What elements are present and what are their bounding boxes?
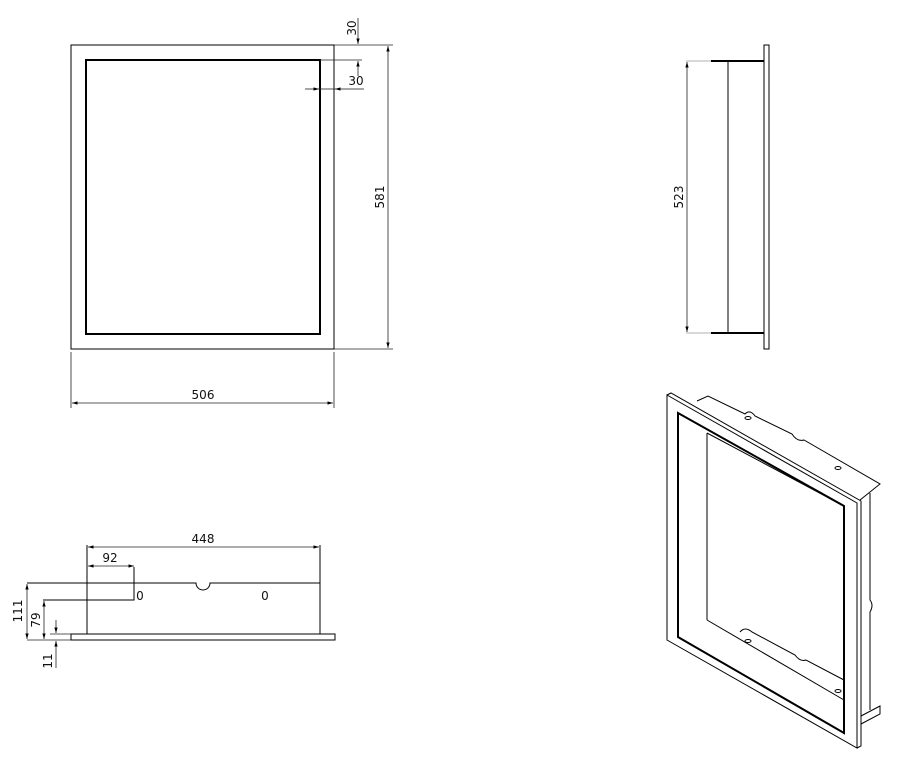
body-outline xyxy=(27,582,321,634)
dimension-notch-offset: 92 xyxy=(102,551,117,565)
inner-opening xyxy=(85,59,321,335)
dimension-height: 581 xyxy=(373,186,387,209)
dimension-frame-top: 30 xyxy=(345,20,359,35)
dimension-frame-side: 30 xyxy=(348,74,363,88)
flange xyxy=(763,44,770,350)
notch-outline xyxy=(43,567,135,601)
front-view: 581 30 30 506 xyxy=(70,18,393,408)
dimension-total-depth: 111 xyxy=(11,600,25,623)
dimension-inner-width: 448 xyxy=(192,532,215,546)
dimension-inner-height: 523 xyxy=(672,186,686,209)
mounting-hole xyxy=(744,639,752,643)
dimension-flange-thickness: 11 xyxy=(41,653,55,668)
iso-side-rail xyxy=(869,493,873,710)
bottom-view: 0 0 448 92 111 79 11 xyxy=(11,532,336,669)
iso-top-inner-edge xyxy=(706,432,845,507)
outer-frame xyxy=(70,44,335,350)
side-view: 523 xyxy=(672,44,770,350)
iso-frame-thickness xyxy=(666,392,862,749)
hole-label-2: 0 xyxy=(261,589,269,603)
mounting-hole xyxy=(834,689,842,693)
dimension-width: 506 xyxy=(192,388,215,402)
dimension-body-depth: 79 xyxy=(29,612,43,627)
hole-label-1: 0 xyxy=(136,589,144,603)
iso-bottom-notch xyxy=(739,628,845,681)
mounting-hole xyxy=(834,466,842,470)
iso-outer-frame xyxy=(666,394,858,749)
iso-opening xyxy=(677,411,845,735)
base-flange xyxy=(70,633,336,641)
isometric-view xyxy=(666,392,881,749)
iso-bottom-inner-edge xyxy=(706,619,845,701)
iso-bottom-flange xyxy=(860,705,881,725)
mounting-hole xyxy=(744,416,752,420)
iso-top-flange xyxy=(696,395,881,501)
